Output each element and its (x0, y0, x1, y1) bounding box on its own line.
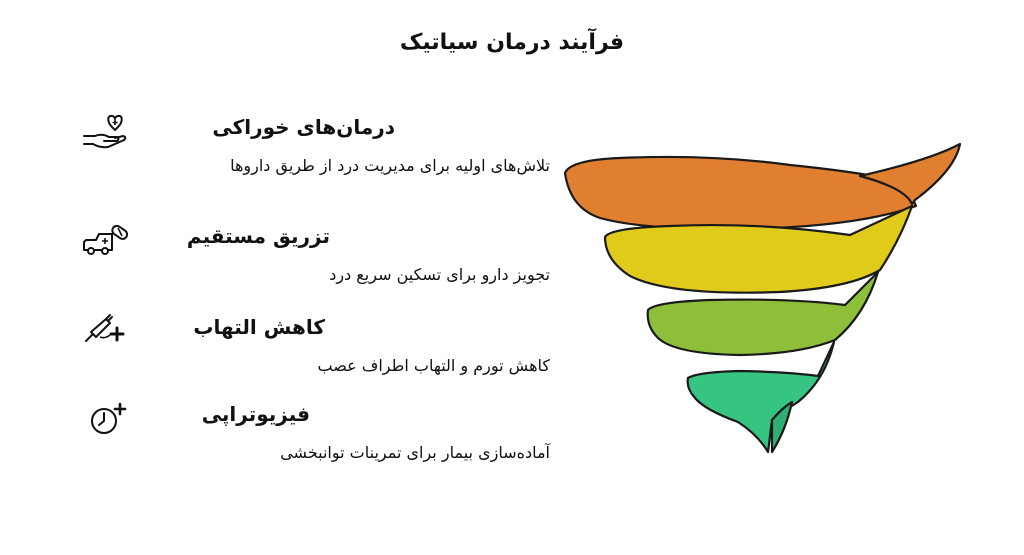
step-direct-injection: تزریق مستقیم تجویز دارو برای تسکین سریع … (70, 222, 550, 312)
step-title: فیزیوتراپی (201, 402, 310, 426)
step-oral-treatments: درمان‌های خوراکی تلاش‌های اولیه برای مدی… (70, 113, 550, 203)
funnel-band-3 (646, 270, 880, 357)
step-title: تزریق مستقیم (186, 224, 330, 248)
syringe-plus-icon (85, 314, 125, 342)
step-description: آماده‌سازی بیمار برای تمرینات توانبخشی (280, 443, 550, 462)
spiral-funnel (563, 142, 962, 454)
funnel-band-1-tip (858, 142, 962, 206)
hand-heart-icon (83, 114, 127, 149)
ambulance-pill-icon (83, 224, 129, 255)
step-description: تجویز دارو برای تسکین سریع درد (329, 265, 550, 284)
funnel-band-4 (686, 340, 836, 454)
funnel-band-1 (563, 155, 918, 230)
funnel-band-4-tip (770, 400, 794, 454)
clock-plus-icon (91, 402, 127, 434)
step-reduce-inflammation: کاهش التهاب کاهش تورم و التهاب اطراف عصب (70, 313, 550, 403)
page-title: فرآیند درمان سیاتیک (399, 30, 625, 55)
step-description: تلاش‌های اولیه برای مدیریت درد از طریق د… (230, 156, 550, 175)
step-title: درمان‌های خوراکی (212, 115, 395, 139)
step-physiotherapy: فیزیوتراپی آماده‌سازی بیمار برای تمرینات… (70, 400, 550, 490)
funnel-band-2 (603, 204, 914, 294)
step-description: کاهش تورم و التهاب اطراف عصب (317, 356, 550, 375)
step-title: کاهش التهاب (193, 315, 325, 339)
